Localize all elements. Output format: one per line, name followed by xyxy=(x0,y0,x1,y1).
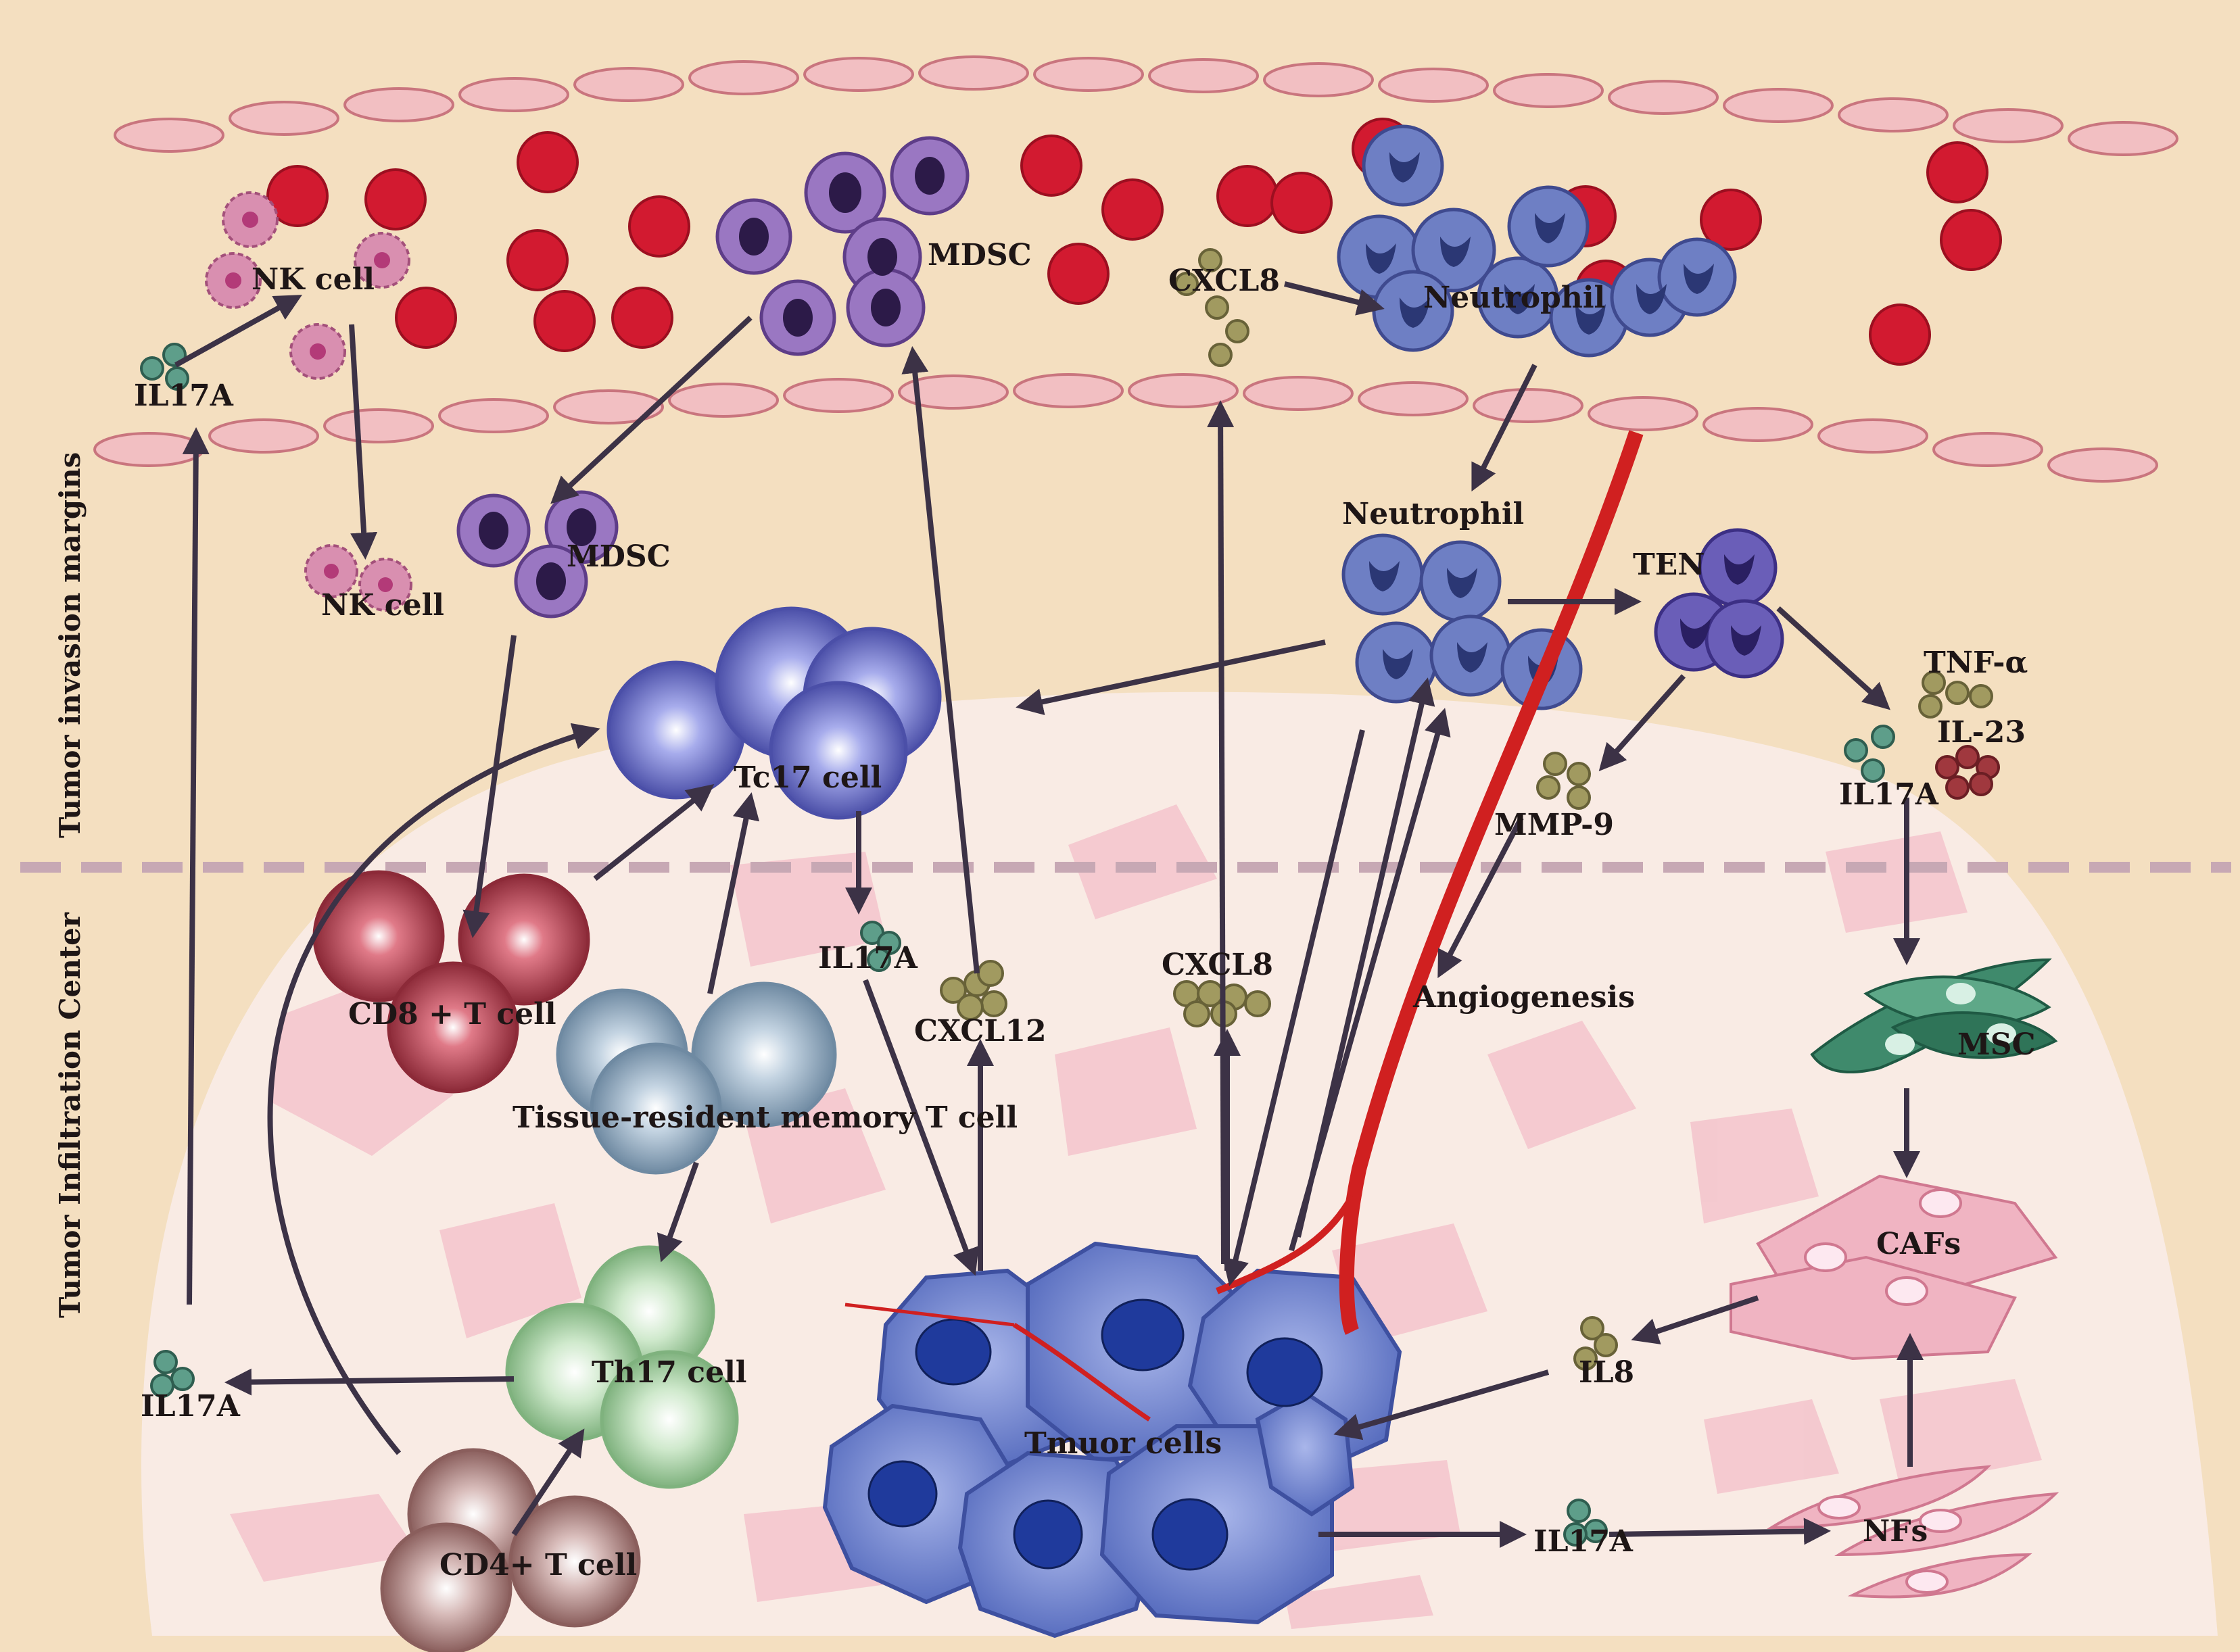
label-il17a-right: IL17A xyxy=(1839,777,1939,812)
trm-cells xyxy=(556,981,837,1175)
label-tnf-alpha: TNF-α xyxy=(1924,646,2028,680)
caf-cells xyxy=(1730,1174,2058,1361)
vessel-upper-wall xyxy=(114,55,2178,156)
label-mmp9: MMP-9 xyxy=(1494,808,1614,842)
label-cafs: CAFs xyxy=(1876,1227,1961,1261)
label-nk-cell-tissue: NK cell xyxy=(321,588,444,623)
cxcl-particles xyxy=(940,248,1993,1371)
zone-label-infiltration-center: Tumor Infiltration Center xyxy=(53,912,87,1318)
label-nk-cell-vessel: NK cell xyxy=(252,262,375,297)
label-cxcl8-vessel: CXCL8 xyxy=(1168,264,1280,298)
pathway-arrows xyxy=(174,281,1924,1548)
vessel-lower-wall xyxy=(93,373,2158,483)
label-il17a-bottom: IL17A xyxy=(1533,1524,1634,1559)
il23-particles xyxy=(1935,745,2000,800)
cd4-t-cells xyxy=(380,1448,641,1652)
label-angiogenesis: Angiogenesis xyxy=(1412,980,1635,1015)
label-mdsc-vessel: MDSC xyxy=(928,238,1032,272)
mdsc-tissue xyxy=(456,490,619,618)
nf-cells xyxy=(1767,1465,2059,1599)
mdsc-vessel xyxy=(715,136,970,356)
label-ten: TEN xyxy=(1633,548,1705,582)
label-il23: IL-23 xyxy=(1937,715,2026,750)
th17-cells xyxy=(505,1245,739,1489)
zone-label-invasion-margins: Tumor invasion margins xyxy=(53,452,87,838)
label-cd4-t-cell: CD4+ T cell xyxy=(439,1548,637,1582)
label-il17a-left: IL17A xyxy=(141,1389,241,1424)
ten-cells xyxy=(1654,528,1784,679)
label-cxcl12: CXCL12 xyxy=(914,1014,1047,1048)
neutrophils-tissue xyxy=(1341,533,1583,710)
label-mdsc-tissue: MDSC xyxy=(567,539,671,574)
label-tumor-cells: Tmuor cells xyxy=(1024,1426,1222,1461)
label-neutrophil-vessel: Neutrophil xyxy=(1423,281,1605,315)
label-il8: IL8 xyxy=(1579,1355,1634,1390)
background-tissue-cells xyxy=(230,804,2042,1629)
neutrophils-vessel xyxy=(1337,124,1737,358)
label-cxcl8-center: CXCL8 xyxy=(1162,948,1273,982)
red-blood-cells xyxy=(266,118,2002,366)
label-th17-cell: Th17 cell xyxy=(592,1355,747,1390)
il17a-particles xyxy=(140,343,1895,1547)
label-tc17-cell: Tc17 cell xyxy=(734,760,882,795)
label-nfs: NFs xyxy=(1863,1514,1928,1549)
label-trm-cell: Tissue-resident memory T cell xyxy=(513,1100,1018,1135)
tumor-nuclei xyxy=(867,1298,1323,1571)
cd8-t-cells xyxy=(312,870,590,1094)
label-il17a-center: IL17A xyxy=(818,941,918,975)
label-neutrophil-tissue: Neutrophil xyxy=(1342,497,1524,531)
label-il17a-top-left: IL17A xyxy=(134,379,234,413)
label-msc: MSC xyxy=(1957,1027,2036,1062)
label-cd8-t-cell: CD8 + T cell xyxy=(348,997,556,1031)
msc-cells xyxy=(1810,958,2058,1073)
tc17-cells xyxy=(606,606,942,820)
